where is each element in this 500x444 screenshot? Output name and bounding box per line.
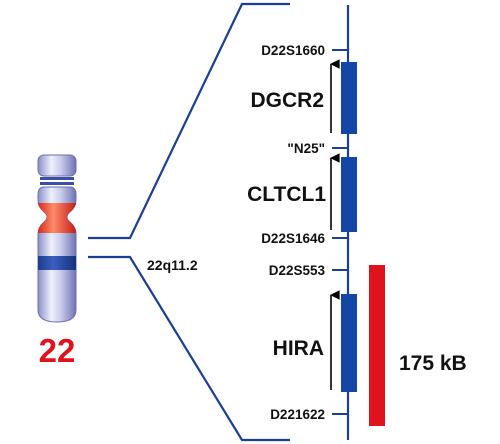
- chromosome-band-22q11-2: [38, 256, 76, 270]
- gene-label: DGCR2: [250, 89, 324, 112]
- zoom-lines: [88, 2, 290, 442]
- marker-label: D221622: [270, 407, 325, 422]
- marker-label: D22S553: [269, 263, 326, 278]
- marker-ticks: [332, 49, 348, 415]
- chromosome-stalk-band: [40, 177, 74, 180]
- chromosome-ideogram: [37, 154, 77, 323]
- deletion-region-bar: [369, 265, 385, 426]
- marker-label: D22S1646: [261, 231, 325, 246]
- zoom-line-bottom: [88, 255, 290, 442]
- gene-block-cltcl1: [341, 157, 357, 232]
- region-size-label: 175 kB: [399, 352, 467, 375]
- zoom-line-top: [88, 2, 290, 240]
- band-label: 22q11.2: [147, 257, 198, 273]
- gene-block-dgcr2: [341, 62, 357, 134]
- marker-label: D22S1660: [261, 43, 325, 58]
- gene-label: CLTCL1: [247, 183, 326, 206]
- chromosome-stalk-band: [40, 182, 74, 185]
- gene-label: HIRA: [273, 337, 324, 360]
- chromosome-centromere: [38, 203, 76, 233]
- gene-block-hira: [341, 294, 357, 392]
- chromosome-number: 22: [39, 332, 76, 369]
- marker-label: "N25": [287, 141, 325, 156]
- chromosome-short-arm: [37, 154, 77, 177]
